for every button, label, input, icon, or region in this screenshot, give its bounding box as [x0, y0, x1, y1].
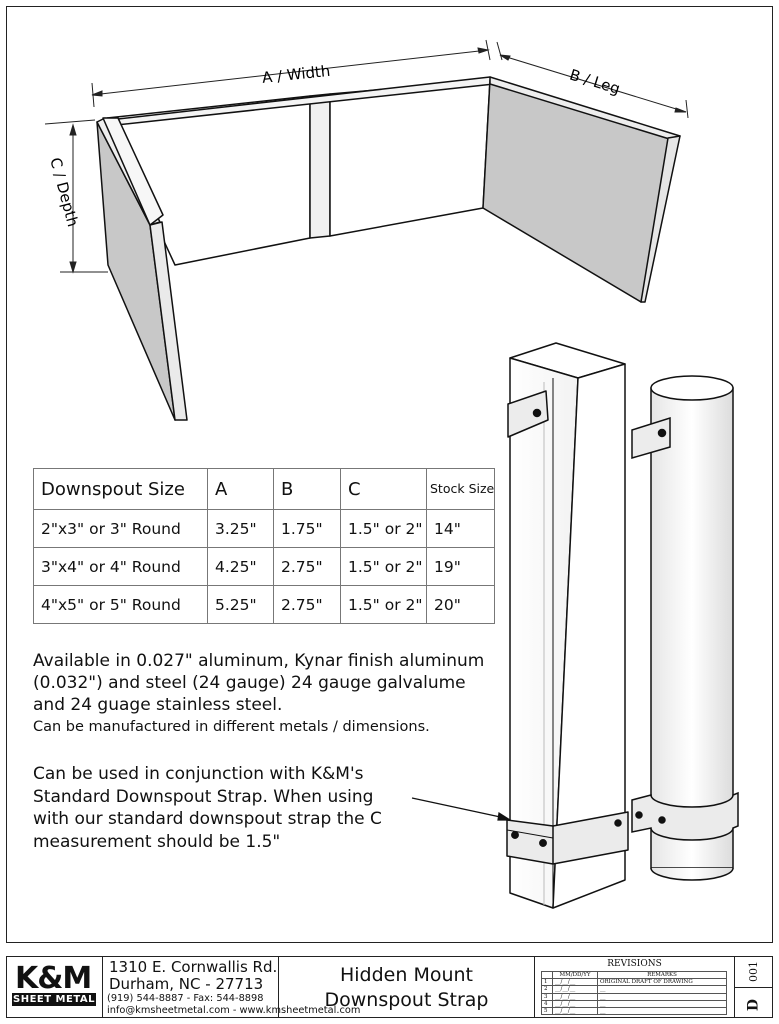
- logo-subtitle: SHEET METAL: [12, 993, 96, 1006]
- cell-c: 1.5" or 2": [340, 585, 427, 624]
- dim-label-a: A / Width: [261, 62, 331, 87]
- address-line1: 1310 E. Cornwallis Rd.: [109, 958, 278, 976]
- title-line1: Hidden Mount: [339, 964, 473, 986]
- rev-remark: __: [597, 999, 727, 1008]
- rev-col-remarks: REMARKS: [597, 970, 727, 980]
- table-row: 4"x5" or 5" Round 5.25" 2.75" 1.5" or 2"…: [33, 585, 496, 624]
- cell-a: 5.25": [207, 585, 274, 624]
- rev-num: 2: [541, 985, 553, 994]
- rev-date: __/__/__: [552, 992, 598, 1001]
- cell-stock: 20": [425, 585, 496, 624]
- cell-b: 2.75": [273, 547, 341, 586]
- logo-main-text: K&M: [15, 961, 92, 996]
- rev-num: 4: [541, 999, 553, 1008]
- cell-size: 4"x5" or 5" Round: [33, 585, 208, 624]
- rev-date: __/__/__: [552, 999, 598, 1008]
- dim-label-c: C / Depth: [46, 156, 82, 229]
- rev-num: 5: [541, 1006, 553, 1016]
- cell-stock: 19": [425, 547, 496, 586]
- rev-num: 1: [541, 978, 553, 987]
- custom-note: Can be manufactured in different metals …: [33, 719, 430, 735]
- table-row: 5 __/__/__ __: [541, 1006, 727, 1016]
- rev-remark: ORIGINAL DRAFT OF DRAWING: [597, 978, 727, 987]
- revisions-block: REVISIONS MM/DD/YY REMARKS 1 __/__/__ OR…: [535, 957, 735, 1017]
- rev-date: __/__/__: [552, 1006, 598, 1016]
- rev-remark: __: [597, 992, 727, 1001]
- cell-c: 1.5" or 2": [340, 547, 427, 586]
- th-a: A: [207, 468, 274, 510]
- dim-label-b: B / Leg: [567, 66, 622, 98]
- strap-drawing: A / Width B / Leg C / Depth: [44, 39, 739, 909]
- sheet-number: 001: [747, 961, 760, 982]
- title-line2: Downspout Strap: [324, 989, 489, 1011]
- table-row: 4 __/__/__ __: [541, 999, 727, 1008]
- drawing-frame: [6, 6, 773, 943]
- rev-num: 3: [541, 992, 553, 1001]
- title-block: K&M SHEET METAL 1310 E. Cornwallis Rd. D…: [6, 956, 773, 1018]
- th-c: C: [340, 468, 427, 510]
- cell-b: 2.75": [273, 585, 341, 624]
- cell-b: 1.75": [273, 509, 341, 548]
- revisions-table: MM/DD/YY REMARKS 1 __/__/__ ORIGINAL DRA…: [541, 970, 727, 1016]
- cell-size: 3"x4" or 4" Round: [33, 547, 208, 586]
- rev-remark: __: [597, 1006, 727, 1016]
- cell-stock: 14": [425, 509, 496, 548]
- logo-km: K&M: [15, 961, 92, 996]
- strap-isometric: [96, 76, 681, 421]
- th-b: B: [273, 468, 341, 510]
- phone-fax: (919) 544-8887 - Fax: 544-8898: [107, 993, 264, 1004]
- drawing-title: Hidden Mount Downspout Strap: [279, 957, 535, 1017]
- rev-date: __/__/__: [552, 985, 598, 994]
- round-downspout: [631, 375, 739, 881]
- table-header-row: Downspout Size A B C Stock Size: [33, 468, 496, 510]
- address-line2: Durham, NC - 27713: [109, 975, 264, 993]
- email-website: info@kmsheetmetal.com - www.kmsheetmetal…: [107, 1005, 361, 1016]
- rev-col-date: MM/DD/YY: [552, 970, 598, 980]
- table-row: 3 __/__/__ __: [541, 992, 727, 1001]
- material-notes: Available in 0.027" aluminum, Kynar fini…: [33, 650, 503, 738]
- table-row: 3"x4" or 4" Round 4.25" 2.75" 1.5" or 2"…: [33, 547, 496, 586]
- th-downspout-size: Downspout Size: [33, 468, 208, 510]
- cell-a: 3.25": [207, 509, 274, 548]
- revisions-label: REVISIONS: [607, 959, 662, 969]
- material-note: Available in 0.027" aluminum, Kynar fini…: [33, 651, 485, 715]
- downspout-size-table: Downspout Size A B C Stock Size 2"x3" or…: [33, 468, 496, 624]
- company-address: 1310 E. Cornwallis Rd. Durham, NC - 2771…: [103, 957, 360, 1017]
- cell-size: 2"x3" or 3" Round: [33, 509, 208, 548]
- dimension-lines: [44, 39, 689, 274]
- cell-c: 1.5" or 2": [340, 509, 427, 548]
- company-logo: K&M SHEET METAL: [7, 957, 103, 1017]
- leader-arrow: [411, 797, 513, 821]
- cell-a: 4.25": [207, 547, 274, 586]
- table-row: 1 __/__/__ ORIGINAL DRAFT OF DRAWING: [541, 978, 727, 987]
- sheet-info: 001 D: [735, 957, 772, 1017]
- rev-date: __/__/__: [552, 978, 598, 987]
- conjunction-note: Can be used in conjunction with K&M's St…: [33, 764, 382, 852]
- square-downspout: [506, 342, 629, 909]
- rev-remark: __: [597, 985, 727, 994]
- table-row: 2"x3" or 3" Round 3.25" 1.75" 1.5" or 2"…: [33, 509, 496, 548]
- th-stock-size: Stock Size: [425, 468, 496, 510]
- table-row: 2 __/__/__ __: [541, 985, 727, 994]
- sheet-size: D: [745, 998, 762, 1012]
